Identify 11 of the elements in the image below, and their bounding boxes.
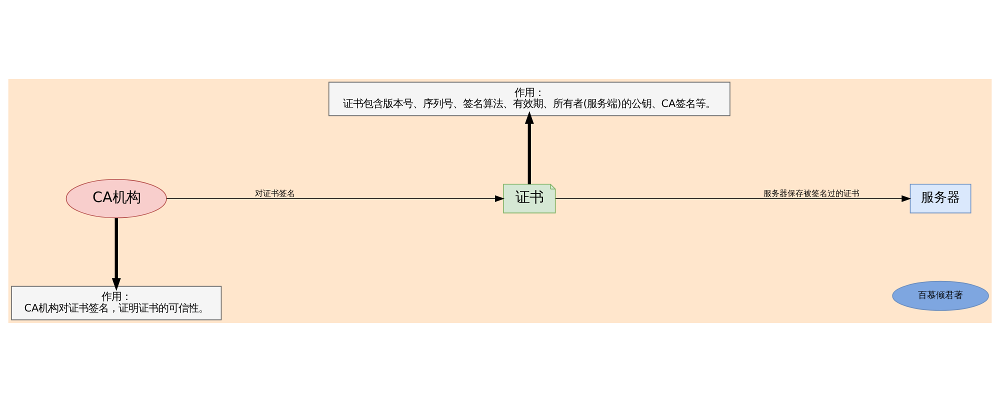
- node-ellipse: CA机构: [66, 179, 167, 218]
- edge-label: 对证书签名: [255, 189, 296, 198]
- arrow: [112, 218, 121, 291]
- node-box: 服务器: [910, 184, 972, 214]
- node-box: 作用： CA机构对证书签名，证明证书的可信性。: [11, 286, 222, 320]
- arrow: [166, 195, 505, 202]
- node-box: 作用： 证书包含版本号、序列号、签名算法、有效期、所有者(服务端)的公钥、CA签名等。: [328, 82, 730, 116]
- arrow: [555, 195, 912, 202]
- arrow: [524, 111, 534, 184]
- edge-label: 服务器保存被签名过的证书: [763, 189, 860, 198]
- node-ellipse: 百慕倾君著: [892, 280, 989, 311]
